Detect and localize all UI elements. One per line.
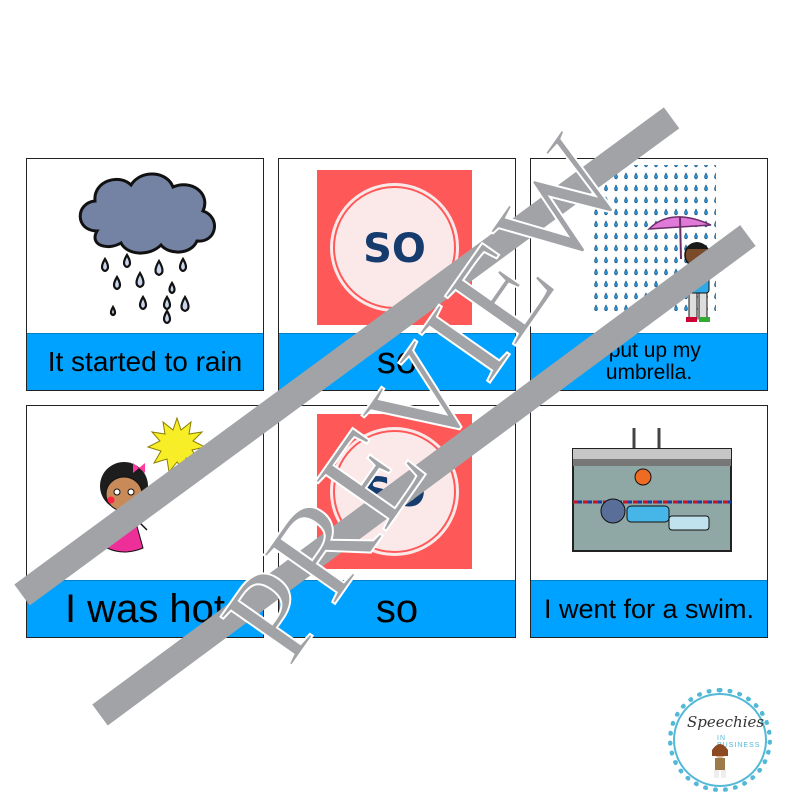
speechies-in-business-logo: Speechies IN BUSINESS (668, 688, 772, 792)
card-caption: I went for a swim. (531, 580, 767, 637)
card-caption: so (279, 580, 515, 637)
card-so-2[interactable]: SO so (278, 405, 516, 638)
swimming-pool-icon (531, 406, 767, 582)
logo-title: Speechies (687, 713, 765, 731)
rain-cloud-icon (27, 159, 263, 335)
card-went-for-swim[interactable]: I went for a swim. (530, 405, 768, 638)
card-it-started-to-rain[interactable]: It started to rain (26, 158, 264, 391)
logo-character-icon (712, 744, 728, 778)
card-caption: It started to rain (27, 333, 263, 390)
logo-subtitle: IN BUSINESS (717, 735, 761, 749)
so-symbol-text: SO (363, 226, 426, 272)
